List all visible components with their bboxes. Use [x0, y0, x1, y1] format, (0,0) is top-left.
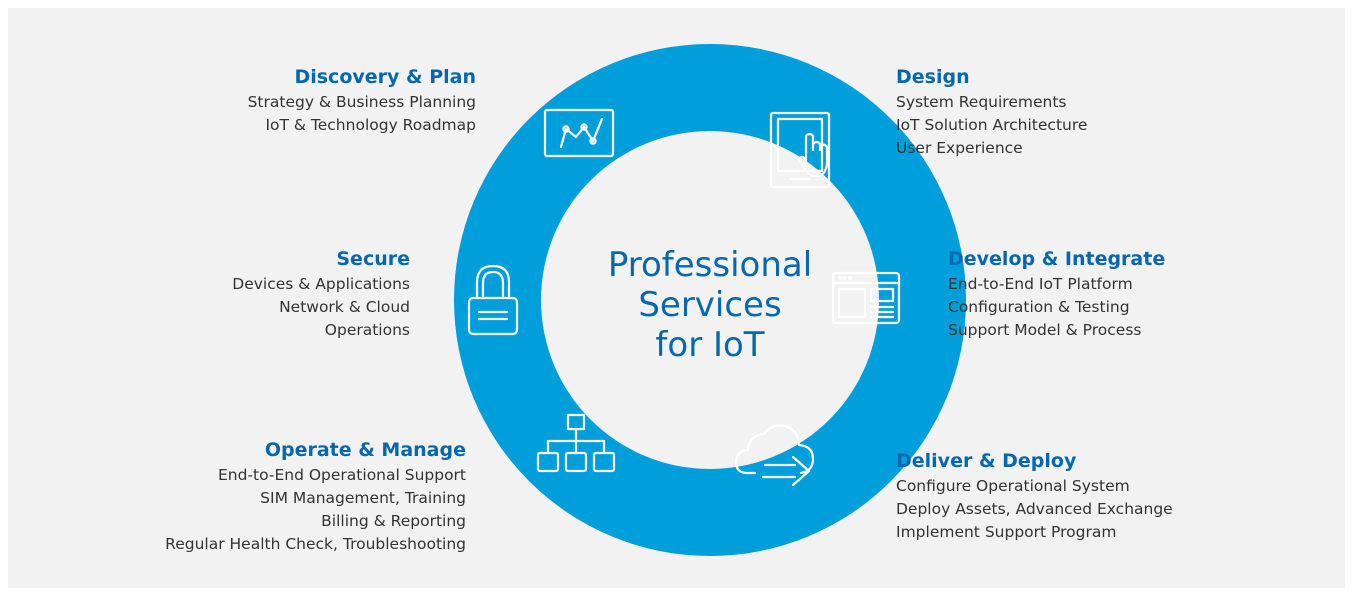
stage-title: Operate & Manage [264, 439, 466, 461]
stage-item: Billing & Reporting [321, 512, 466, 530]
stage-title: Discovery & Plan [294, 66, 476, 88]
stage-develop-integrate: Develop & Integrate End-to-End IoT Platf… [948, 247, 1208, 342]
stage-item: System Requirements [896, 93, 1067, 111]
stage-item: Devices & Applications [232, 275, 410, 293]
stage-operate-manage: Operate & Manage End-to-End Operational … [106, 438, 466, 556]
stage-item: Network & Cloud [279, 298, 410, 316]
stage-item: End-to-End IoT Platform [948, 275, 1133, 293]
browser-window-icon [830, 270, 902, 326]
stage-item: IoT & Technology Roadmap [265, 116, 476, 134]
stage-item: User Experience [896, 139, 1023, 157]
stage-title: Secure [336, 248, 410, 270]
stage-item: Configuration & Testing [948, 298, 1130, 316]
stage-item: Support Model & Process [948, 321, 1142, 339]
stage-item: Regular Health Check, Troubleshooting [165, 535, 466, 553]
center-title: Professional Services for IoT [541, 245, 879, 365]
stage-item: SIM Management, Training [260, 489, 466, 507]
center-title-line-2: Services [638, 285, 782, 325]
stage-item: IoT Solution Architecture [896, 116, 1088, 134]
stage-title: Design [896, 66, 970, 88]
cloud-upload-icon [733, 421, 819, 487]
stage-secure: Secure Devices & Applications Network & … [200, 247, 410, 342]
stage-item: Implement Support Program [896, 523, 1117, 541]
tablet-touch-icon [768, 110, 836, 190]
stage-item: Strategy & Business Planning [247, 93, 476, 111]
stage-item: Operations [324, 321, 410, 339]
org-hierarchy-icon [535, 413, 617, 475]
padlock-icon [465, 262, 521, 338]
center-title-line-1: Professional [607, 245, 813, 285]
stage-discovery-plan: Discovery & Plan Strategy & Business Pla… [214, 65, 476, 137]
stage-item: Deploy Assets, Advanced Exchange [896, 500, 1173, 518]
stage-title: Develop & Integrate [948, 248, 1166, 270]
analytics-chart-icon [542, 107, 616, 163]
stage-design: Design System Requirements IoT Solution … [896, 65, 1156, 160]
center-title-line-3: for IoT [655, 325, 765, 365]
stage-item: End-to-End Operational Support [217, 466, 466, 484]
stage-deliver-deploy: Deliver & Deploy Configure Operational S… [896, 449, 1226, 544]
stage-item: Configure Operational System [896, 477, 1130, 495]
stage-title: Deliver & Deploy [896, 450, 1077, 472]
